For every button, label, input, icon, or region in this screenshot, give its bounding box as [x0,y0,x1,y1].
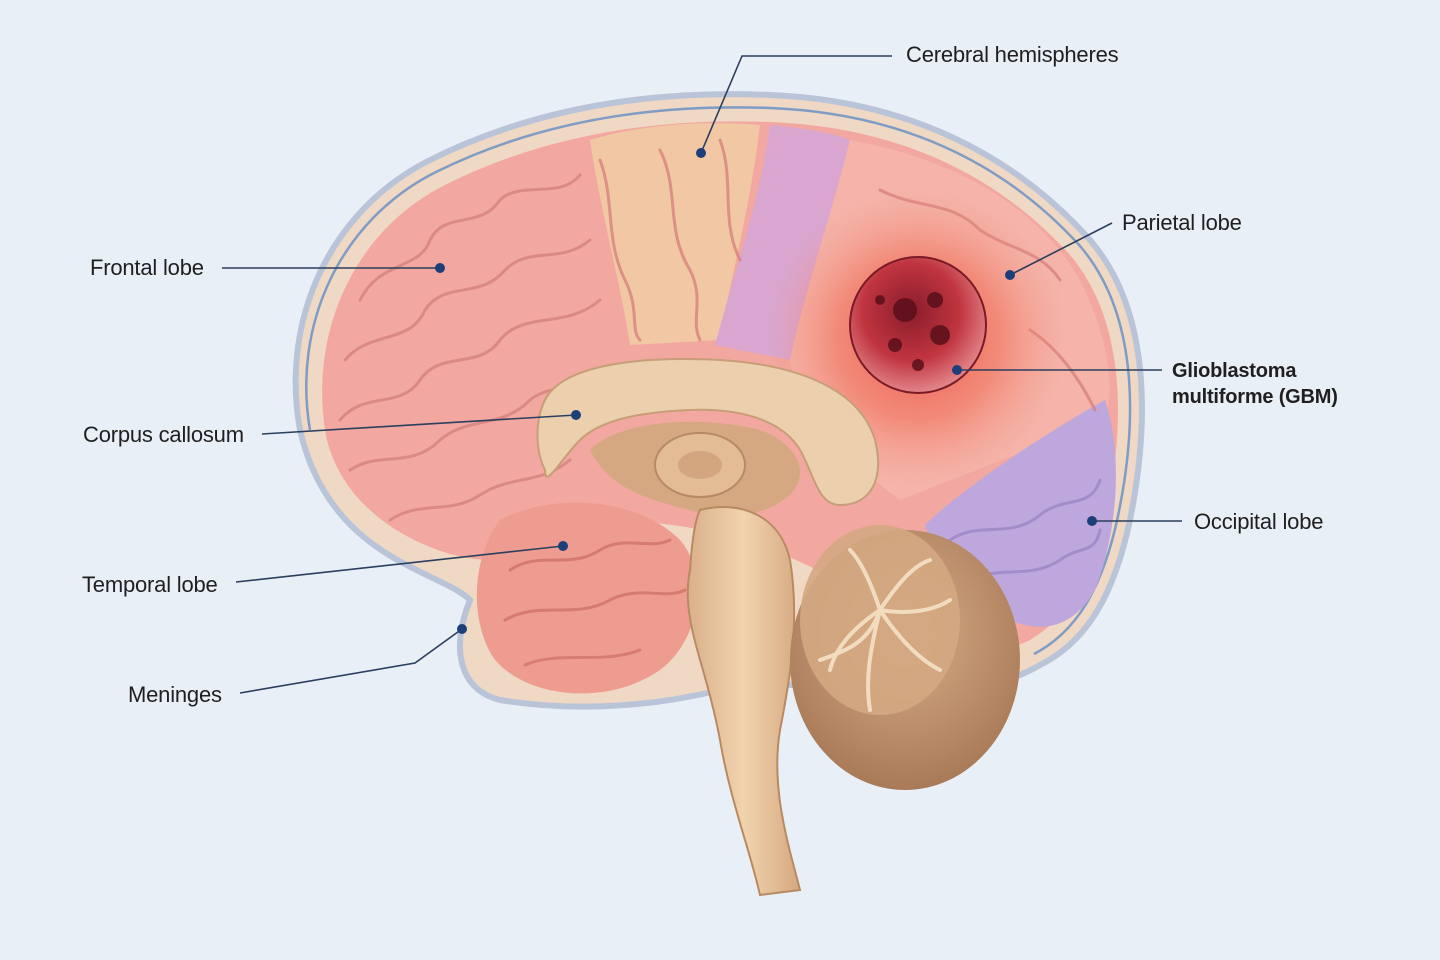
label-gbm: Glioblastoma multiforme (GBM) [1172,358,1338,410]
leader-dots [435,148,1097,634]
label-corpus-callosum: Corpus callosum [83,422,244,447]
leader-parietal [1009,222,1113,276]
leader-temporal [235,545,564,583]
label-temporal-lobe: Temporal lobe [82,572,218,597]
label-meninges: Meninges [128,682,222,707]
label-cerebral-hemispheres: Cerebral hemispheres [906,42,1119,67]
leader-cerebral [700,55,892,154]
leader-meninges [239,628,463,694]
tumor-mass [849,256,987,394]
leader-corpus [261,414,577,435]
lavender-strip [715,125,850,360]
arbor-vitae [818,548,952,712]
temporal-lobe [476,502,698,694]
label-gbm-line2: multiforme (GBM) [1172,386,1338,408]
label-frontal-lobe: Frontal lobe [90,255,204,280]
label-parietal-lobe: Parietal lobe [1122,210,1242,235]
leader-lines [222,55,1182,694]
tumor-texture [875,292,950,371]
brainstem [686,506,802,897]
label-gbm-line1: Glioblastoma [1172,360,1297,382]
corpus-callosum-shape [536,358,880,507]
occipital-texture [948,478,1102,582]
label-occipital-lobe: Occipital lobe [1194,509,1324,534]
